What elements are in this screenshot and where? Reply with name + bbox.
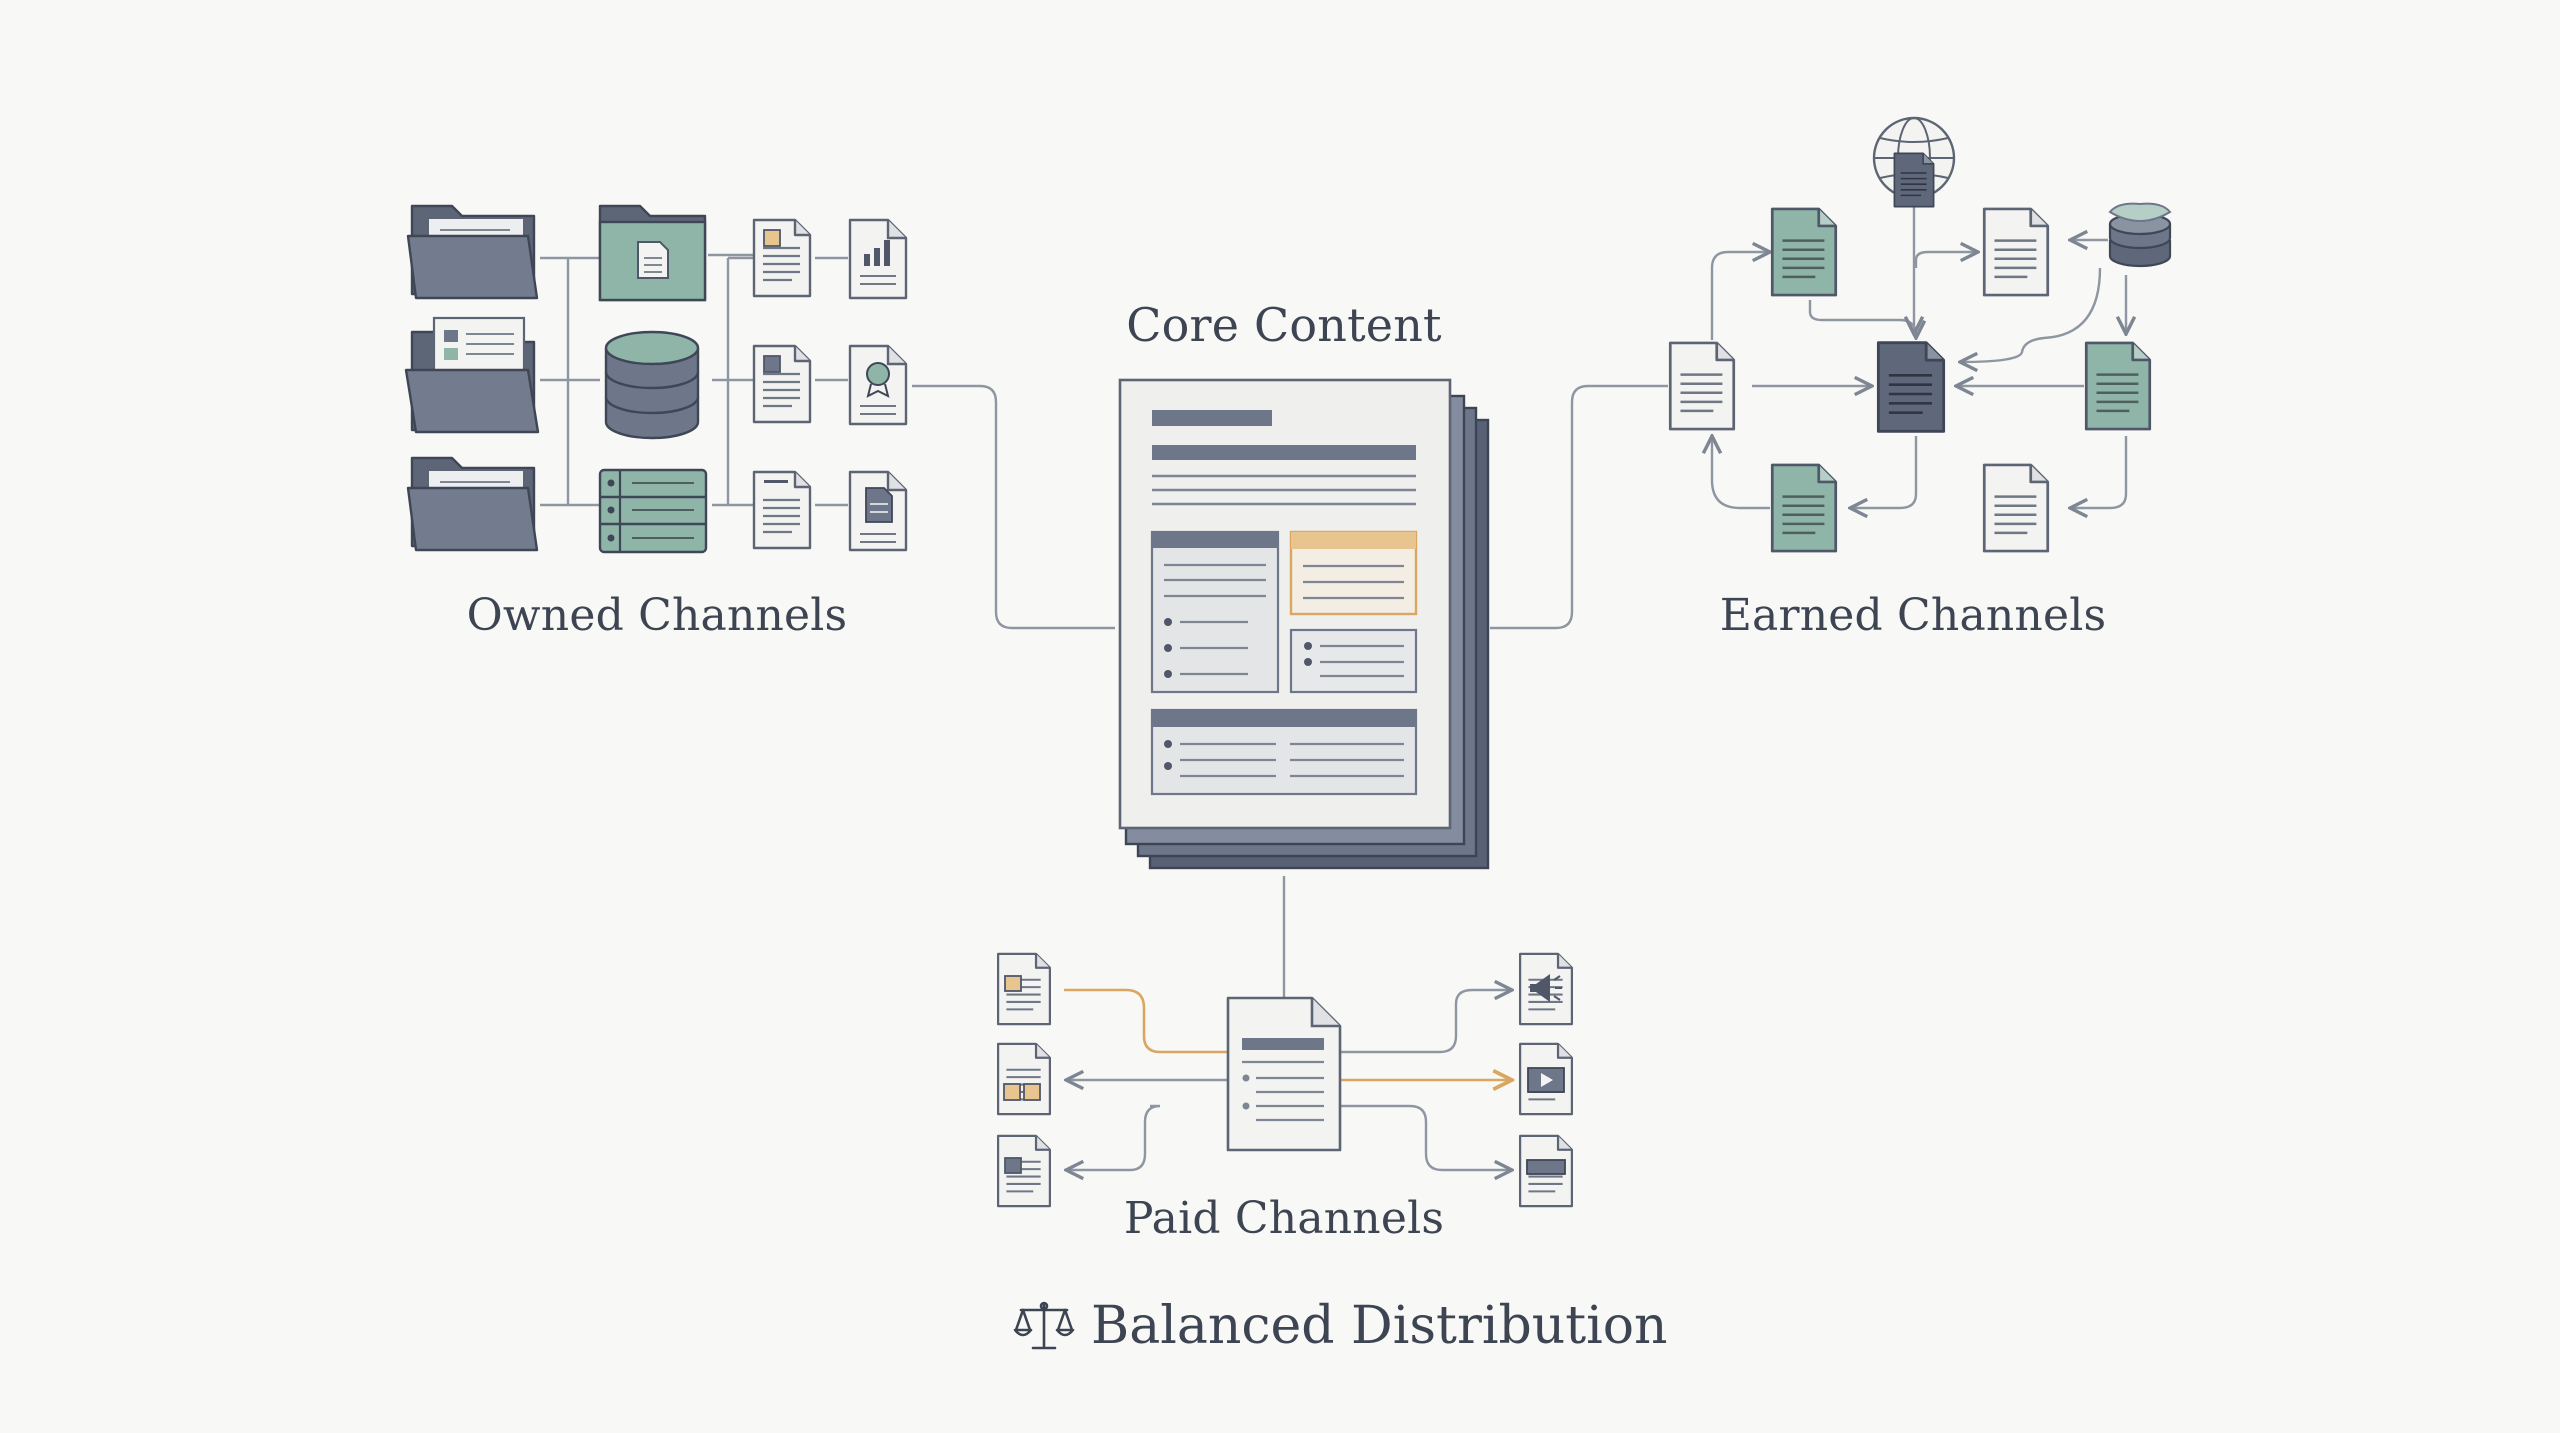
chart-document-icon — [848, 218, 908, 300]
core-content-document — [1118, 378, 1490, 870]
server-icon — [598, 468, 708, 554]
folder-icon — [406, 204, 539, 300]
document-icon — [1982, 207, 2050, 297]
database-icon — [2108, 202, 2172, 268]
document-icon — [848, 470, 908, 552]
owned-channels-group — [404, 204, 908, 554]
owned-channels-label: Owned Channels — [466, 590, 848, 641]
balance-scale-icon — [1013, 1301, 1075, 1350]
connector-lines — [540, 206, 2126, 1170]
document-icon — [752, 218, 812, 298]
folder-doc-icon — [598, 204, 707, 302]
folder-doc-icon — [404, 316, 540, 434]
earned-channels-group — [1668, 116, 2172, 553]
banner-document-icon — [1518, 1134, 1574, 1208]
document-icon — [752, 470, 812, 550]
document-icon — [996, 1042, 1052, 1116]
document-icon — [752, 344, 812, 424]
document-icon — [1668, 341, 1736, 431]
earned-channels-label: Earned Channels — [1719, 590, 2107, 641]
paid-channels-label: Paid Channels — [1123, 1193, 1445, 1244]
document-icon — [1226, 996, 1342, 1152]
database-icon — [604, 330, 700, 440]
footer-text: Balanced Distribution — [1091, 1296, 1668, 1356]
document-icon — [996, 1134, 1052, 1208]
document-icon — [2084, 341, 2152, 431]
core-content-label: Core Content — [1126, 298, 1442, 352]
folder-icon — [406, 456, 539, 552]
paid-highlight-lines — [1064, 988, 1512, 1080]
document-icon — [996, 952, 1052, 1026]
document-icon — [1770, 207, 1838, 297]
document-icon — [1982, 463, 2050, 553]
document-icon — [1876, 341, 1946, 433]
badge-document-icon — [848, 344, 908, 426]
video-document-icon — [1518, 1042, 1574, 1116]
megaphone-document-icon — [1518, 952, 1574, 1026]
globe-document-icon — [1872, 116, 1956, 208]
footer-caption: Balanced Distribution — [1013, 1296, 1668, 1356]
document-icon — [1770, 463, 1838, 553]
paid-channels-group — [996, 952, 1574, 1208]
